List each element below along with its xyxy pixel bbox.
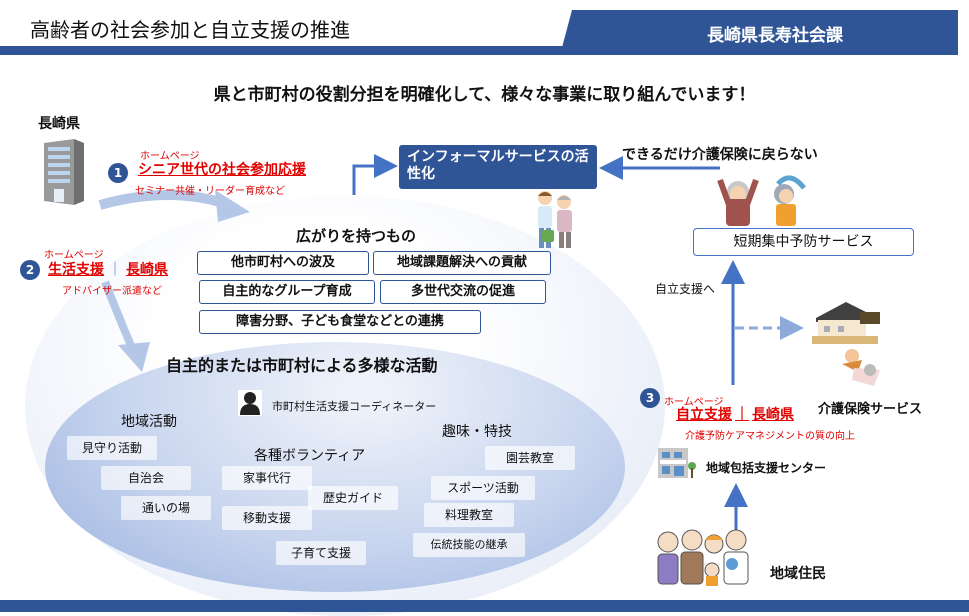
activity-chip: 料理教室 (424, 503, 514, 527)
spread-item: 障害分野、子ども食堂などとの連携 (199, 310, 481, 334)
community-center-building-icon (656, 446, 696, 480)
initiative-2-badge: 2 (20, 260, 40, 280)
activity-chip: スポーツ活動 (431, 476, 535, 500)
activity-chip: 歴史ガイド (308, 486, 398, 510)
coordinator-person-icon (238, 390, 262, 416)
initiative-2-link-pref[interactable]: 長崎県 (126, 262, 168, 278)
activity-chip: 伝統技能の継承 (413, 533, 525, 557)
exercising-seniors-icon (708, 174, 818, 226)
initiative-3-link-pref[interactable]: 長崎県 (752, 407, 794, 423)
curved-arrow-2-head (118, 342, 150, 372)
caregiver-illustration-icon (530, 188, 580, 250)
activity-group-label: 地域活動 (121, 414, 177, 430)
spread-item: 地域課題解決への貢献 (373, 251, 551, 275)
activities-heading: 自主的または市町村による多様な活動 (166, 356, 438, 375)
header-band (0, 46, 958, 55)
curved-arrow-1-head (215, 190, 250, 222)
initiative-1-link[interactable]: シニア世代の社会参加応援 (138, 162, 306, 178)
initiative-3-note: 介護予防ケアマネジメントの質の向上 (685, 431, 855, 442)
short-term-prevention-service-box: 短期集中予防サービス (693, 228, 914, 256)
care-home-illustration-icon (812, 298, 882, 388)
initiative-2-note: アドバイザー派遣など (62, 286, 162, 297)
initiative-2-link-separator: ｜ (108, 262, 122, 278)
initiative-3-badge: 3 (640, 388, 660, 408)
informal-service-box: インフォーマルサービスの活性化 (399, 145, 597, 189)
page-title: 高齢者の社会参加と自立支援の推進 (30, 18, 350, 42)
initiative-1-homepage-label: ホームページ (140, 151, 200, 162)
residents-label: 地域住民 (770, 566, 826, 582)
initiative-2-link-group: 生活支援｜長崎県 (48, 259, 168, 279)
activity-chip: 自治会 (101, 466, 191, 490)
activity-chip: 移動支援 (222, 506, 312, 530)
return-label: できるだけ介護保険に戻らない (622, 147, 818, 163)
department-name: 長崎県長寿社会課 (707, 26, 843, 46)
community-center-label: 地域包括支援センター (706, 461, 827, 475)
initiative-3-homepage-label: ホームページ (664, 397, 724, 408)
care-insurance-label: 介護保険サービス (818, 402, 923, 417)
prefecture-label: 長崎県 (38, 116, 80, 132)
initiative-3-link-separator[interactable]: ｜ (735, 407, 749, 423)
initiative-1-badge: 1 (108, 163, 128, 183)
spread-heading: 広がりを持つもの (296, 227, 417, 245)
header-department-block (560, 10, 958, 55)
activity-chip: 通いの場 (121, 496, 211, 520)
coordinator-label: 市町村生活支援コーディネーター (272, 400, 437, 413)
activity-chip: 家事代行 (222, 466, 312, 490)
subtitle: 県と市町村の役割分担を明確化して、様々な事業に取り組んでいます！ (213, 85, 756, 105)
footer-band (0, 600, 969, 612)
arrow-to-informal (352, 154, 398, 195)
spread-item: 多世代交流の促進 (380, 280, 546, 304)
activity-group-label: 趣味・特技 (442, 424, 512, 440)
activity-chip: 見守り活動 (67, 436, 157, 460)
initiative-3-link-group: 自立支援｜長崎県 (676, 404, 794, 424)
initiative-2-link-main[interactable]: 生活支援 (48, 262, 104, 278)
initiative-1-note: セミナー共催・リーダー育成など (135, 186, 285, 197)
spread-item: 他市町村への波及 (197, 251, 369, 275)
activity-group-label: 各種ボランティア (254, 448, 366, 464)
residents-family-icon (652, 528, 757, 586)
initiative-3-link-main[interactable]: 自立支援 (676, 407, 732, 423)
independence-label: 自立支援へ (655, 282, 716, 296)
activity-chip: 子育て支援 (276, 541, 366, 565)
spread-item: 自主的なグループ育成 (199, 280, 375, 304)
office-building-icon (40, 139, 86, 205)
initiative-2-homepage-label: ホームページ (44, 250, 104, 261)
activity-chip: 園芸教室 (485, 446, 575, 470)
